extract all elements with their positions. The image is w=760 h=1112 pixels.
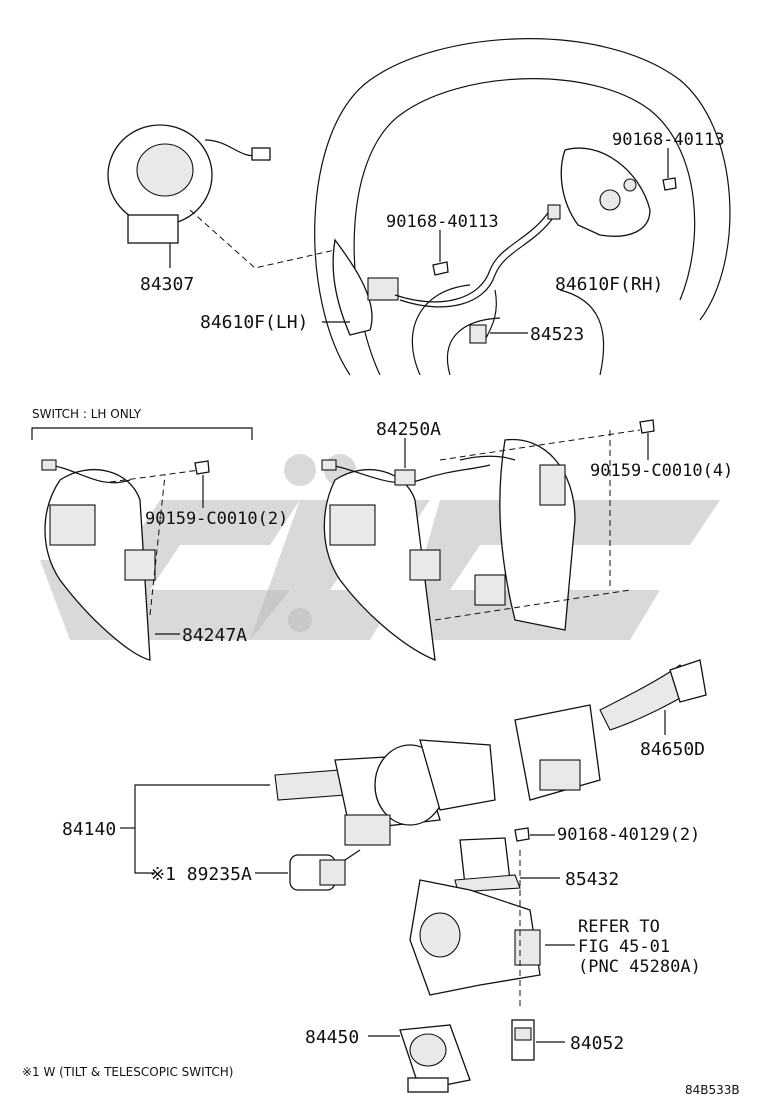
label-90168-40113-rh: 90168-40113 — [612, 130, 725, 150]
label-84610F-lh: 84610F(LH) — [200, 312, 308, 333]
label-84247A: 84247A — [182, 625, 247, 646]
label-84650D: 84650D — [640, 739, 705, 760]
label-84523: 84523 — [530, 324, 584, 345]
label-84307: 84307 — [140, 274, 194, 295]
screw-icon — [514, 827, 530, 842]
screw-icon — [432, 177, 677, 276]
figure-code: 84B533B — [685, 1083, 740, 1097]
switch-84610F-lh — [332, 238, 399, 336]
spiral-cable-84307 — [107, 124, 271, 244]
screw-icon — [639, 419, 655, 434]
wire-harness-84523 — [394, 204, 561, 344]
sensor-84052 — [511, 1019, 535, 1061]
tilt-switch-89235A — [289, 849, 361, 891]
wiper-switch-84650D — [514, 659, 707, 801]
label-84610F-rh: 84610F(RH) — [555, 274, 663, 295]
label-84140: 84140 — [62, 819, 116, 840]
switch-right-unit — [459, 438, 576, 631]
refer-line-2: FIG 45-01 — [578, 937, 670, 957]
label-84250A: 84250A — [376, 419, 441, 440]
screw-icon — [194, 460, 210, 475]
label-89235A: ※1 89235A — [150, 864, 252, 885]
switch-84250A-middle — [321, 459, 491, 662]
footnote: ※1 W (TILT & TELESCOPIC SWITCH) — [22, 1065, 233, 1079]
label-84450: 84450 — [305, 1027, 359, 1048]
steering-lock-assembly — [409, 879, 541, 996]
label-90159-C0010-2: 90159-C0010(2) — [145, 509, 288, 529]
switch-84247A-left — [41, 459, 156, 661]
refer-line-1: REFER TO — [578, 917, 660, 937]
ignition-switch-84450 — [399, 1024, 471, 1093]
label-84052: 84052 — [570, 1033, 624, 1054]
label-90159-C0010-4: 90159-C0010(4) — [590, 461, 733, 481]
steering-wheel-drawing — [314, 38, 731, 376]
combination-switch-84140 — [274, 739, 496, 846]
switch-84610F-rh — [560, 147, 651, 237]
label-90168-40113-lh: 90168-40113 — [386, 212, 499, 232]
refer-line-3: (PNC 45280A) — [578, 957, 701, 977]
label-90168-40129: 90168-40129(2) — [557, 825, 700, 845]
label-85432: 85432 — [565, 869, 619, 890]
bracket-85432 — [454, 837, 521, 893]
switch-lh-only-note: SWITCH : LH ONLY — [32, 407, 142, 421]
